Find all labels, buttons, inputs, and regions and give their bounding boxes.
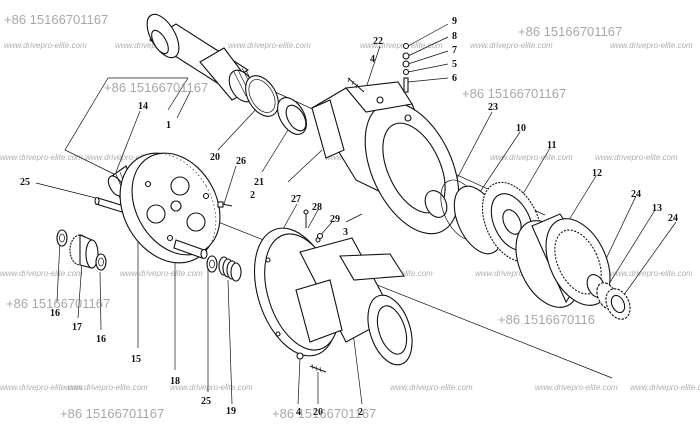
watermark-url: www.drivepro-elite.com [610, 269, 693, 278]
part-2-upper-housing [311, 81, 460, 235]
part-22-stud-bolt [347, 77, 365, 93]
part-24-gear-washer [605, 288, 631, 320]
part-1-input-shaft [146, 13, 257, 103]
callout-11: 11 [547, 140, 556, 151]
callout-24-right: 24 [668, 213, 678, 224]
part-28-bolt [303, 209, 309, 228]
callout-29: 29 [330, 214, 340, 225]
watermark-url: www.drivepro-elite.com [120, 269, 203, 278]
part-20-o-ring [245, 75, 279, 117]
callout-labels: 1 2 2 3 4 4 5 6 7 8 9 10 11 12 13 14 15 … [20, 16, 678, 418]
part-21-bearing [277, 97, 307, 135]
watermark-url: www.drivepro-elite.com [360, 41, 443, 50]
callout-24-upper: 24 [631, 189, 641, 200]
callout-22: 22 [373, 36, 383, 47]
watermark-url: www.drivepro-elite.com [535, 383, 618, 392]
callout-20-upper: 20 [210, 152, 220, 163]
parts-5-9-fastener-stack [402, 42, 410, 93]
watermark-url: www.drivepro-elite.com [490, 153, 573, 162]
watermark-url: www.drivepro-elite.com [0, 269, 83, 278]
callout-16-left: 16 [50, 308, 60, 319]
callout-23: 23 [488, 102, 498, 113]
watermark-url: www.drivepro-elite.com [0, 153, 83, 162]
watermark-url: www.drivepro-elite.com [228, 41, 311, 50]
callout-10: 10 [516, 123, 526, 134]
callout-19: 19 [226, 406, 236, 417]
callout-15: 15 [131, 354, 141, 365]
callout-25-lower: 25 [201, 396, 211, 407]
callout-3: 3 [343, 227, 348, 238]
part-18-pin [173, 239, 208, 260]
callout-17: 17 [72, 322, 82, 333]
callout-7: 7 [452, 45, 457, 56]
part-19-spring [218, 256, 242, 282]
part-25-bushing-lower [206, 255, 218, 273]
part-16-washer-right [95, 253, 107, 271]
callout-8: 8 [452, 31, 457, 42]
part-15-planet-carrier [119, 152, 221, 264]
callout-4-lower: 4 [296, 407, 301, 418]
callout-4-upper: 4 [370, 54, 375, 65]
part-20-stud-lower [309, 363, 327, 373]
watermark-phone: +86 15166701167 [462, 86, 566, 101]
callout-13: 13 [652, 203, 662, 214]
callout-16-right: 16 [96, 334, 106, 345]
callout-28: 28 [312, 202, 322, 213]
watermark-url: www.drivepro-elite.com [595, 153, 678, 162]
callout-20-lower: 20 [313, 407, 323, 418]
watermark-url: www.drivepro-elite.com [390, 383, 473, 392]
callout-5: 5 [452, 59, 457, 70]
watermark-url: www.drivepro-elite.com [610, 41, 693, 50]
callout-2: 2 [250, 190, 255, 201]
watermark-url: www.drivepro-elite.com [470, 41, 553, 50]
watermark-url: www.drivepro-elite.com [85, 153, 168, 162]
watermark-phone: +86 15166701167 [60, 406, 164, 421]
part-4-bolt-lower [296, 352, 304, 360]
callout-6: 6 [452, 73, 457, 84]
watermark-url: www.drivepro-elite.com [630, 383, 700, 392]
callout-25-upper: 25 [20, 177, 30, 188]
callout-27: 27 [291, 194, 301, 205]
part-20-o-ring-inner [248, 79, 276, 113]
part-26-bolt [217, 201, 233, 208]
watermark-phone: +86 1516670116 [498, 312, 595, 327]
watermark-phone-layer: +86 15166701167 +86 15166701167 +86 1516… [4, 12, 622, 421]
watermark-phone: +86 15166701167 [518, 24, 622, 39]
callout-26: 26 [236, 156, 246, 167]
part-17-planet-gear [69, 234, 99, 269]
watermark-phone: +86 15166701167 [104, 80, 208, 95]
callout-21: 21 [254, 177, 264, 188]
callout-18: 18 [170, 376, 180, 387]
watermark-url: www.drivepro-elite.com [65, 383, 148, 392]
watermark-phone: +86 15166701167 [272, 406, 376, 421]
watermark-url: www.drivepro-elite.com [0, 383, 83, 392]
part-16-washer-left [56, 229, 68, 247]
callout-1: 1 [166, 120, 171, 131]
watermark-phone: +86 15166701167 [4, 12, 108, 27]
callout-9: 9 [452, 16, 457, 27]
callout-12: 12 [592, 168, 602, 179]
callout-2-lower: 2 [358, 407, 363, 418]
leader-lines [35, 23, 677, 405]
watermark-url: www.drivepro-elite.com [170, 383, 253, 392]
watermark-url: www.drivepro-elite.com [475, 269, 558, 278]
watermark-phone: +86 15166701167 [6, 296, 110, 311]
watermark-url: www.drivepro-elite.com [4, 41, 87, 50]
part-2-lower-housing [253, 227, 413, 366]
callout-14: 14 [138, 101, 148, 112]
